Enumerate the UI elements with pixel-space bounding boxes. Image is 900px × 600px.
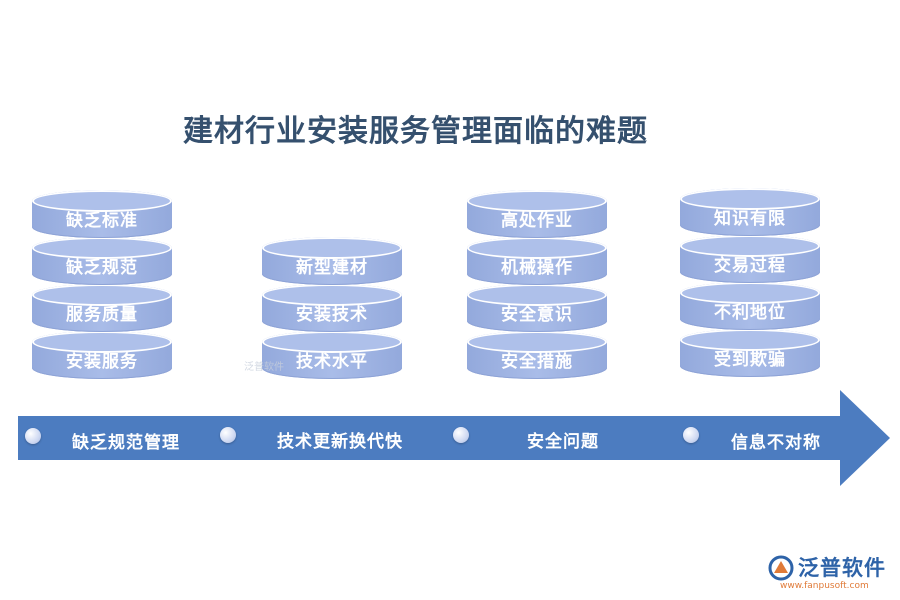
stack-disk: 交易过程 xyxy=(680,235,820,283)
watermark: 泛普软件 xyxy=(244,362,284,373)
disk-label: 不利地位 xyxy=(714,303,786,323)
disk-label: 缺乏规范 xyxy=(66,258,138,278)
page-title: 建材行业安装服务管理面临的难题 xyxy=(183,114,648,149)
stack-disk: 缺乏规范 xyxy=(32,237,172,285)
disk-label: 安装技术 xyxy=(296,305,368,325)
stack-disk: 安全措施 xyxy=(467,331,607,379)
stack-disk: 新型建材 xyxy=(262,237,402,285)
stack-disk: 安全意识 xyxy=(467,284,607,332)
disk-label: 交易过程 xyxy=(714,256,786,276)
bullet-dot-icon xyxy=(220,427,236,443)
stack-disk: 知识有限 xyxy=(680,188,820,236)
disk-label: 技术水平 xyxy=(296,352,368,372)
stack-disk: 缺乏标准 xyxy=(32,190,172,238)
stack-disk: 不利地位 xyxy=(680,282,820,330)
disk-label: 服务质量 xyxy=(66,305,138,325)
category-label: 缺乏规范管理 xyxy=(72,433,180,453)
stack-disk: 高处作业 xyxy=(467,190,607,238)
category-label: 技术更新换代快 xyxy=(277,432,403,452)
logo-name: 泛普软件 xyxy=(798,556,886,580)
disk-label: 机械操作 xyxy=(501,258,573,278)
disk-label: 安全意识 xyxy=(501,305,573,325)
stack-disk: 技术水平 xyxy=(262,331,402,379)
disk-label: 安装服务 xyxy=(66,352,138,372)
disk-label: 知识有限 xyxy=(714,209,786,229)
logo-url: www.fanpusoft.com xyxy=(780,581,869,591)
brand-logo: 泛普软件 www.fanpusoft.com xyxy=(768,550,892,594)
stack-disk: 机械操作 xyxy=(467,237,607,285)
category-label: 信息不对称 xyxy=(731,433,821,453)
stack-disk: 受到欺骗 xyxy=(680,329,820,377)
disk-label: 安全措施 xyxy=(501,352,573,372)
bullet-dot-icon xyxy=(453,427,469,443)
bullet-dot-icon xyxy=(683,427,699,443)
disk-label: 高处作业 xyxy=(501,211,573,231)
stack-disk: 安装技术 xyxy=(262,284,402,332)
bullet-dot-icon xyxy=(25,428,41,444)
fanpu-logo-icon xyxy=(768,555,794,581)
disk-label: 受到欺骗 xyxy=(714,350,786,370)
category-label: 安全问题 xyxy=(527,432,599,452)
disk-label: 新型建材 xyxy=(296,258,368,278)
stack-disk: 安装服务 xyxy=(32,331,172,379)
stack-disk: 服务质量 xyxy=(32,284,172,332)
disk-label: 缺乏标准 xyxy=(66,211,138,231)
